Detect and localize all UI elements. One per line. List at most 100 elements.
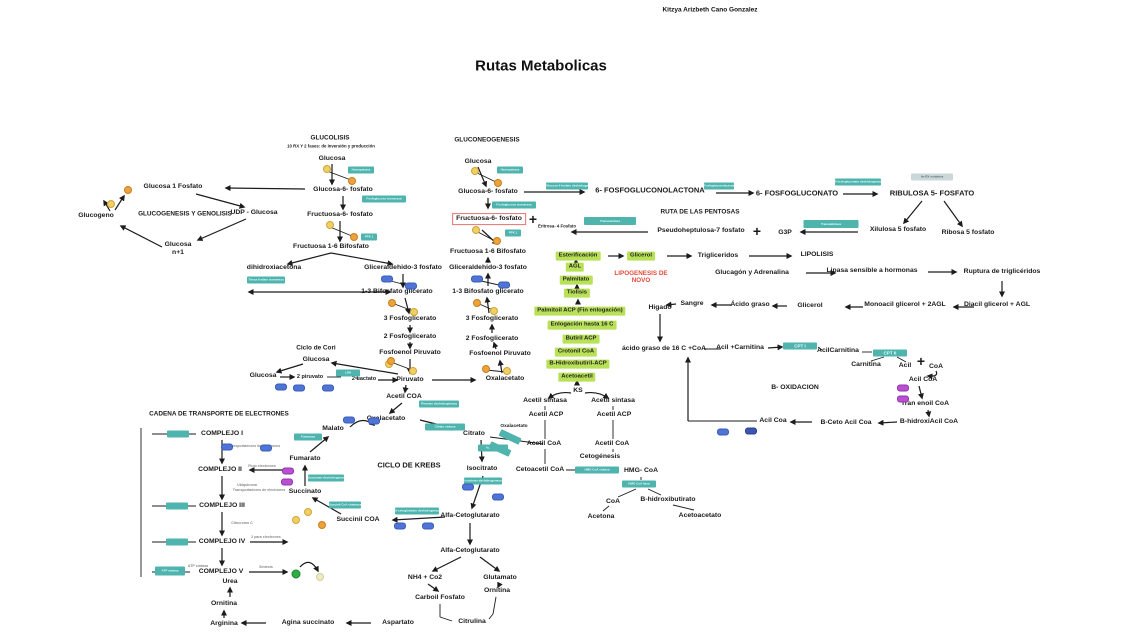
arrow xyxy=(439,616,453,622)
atp-icon xyxy=(503,367,511,375)
atp-sintasa-box: ATP sintasa xyxy=(155,566,185,576)
nadh-icon xyxy=(381,275,393,283)
acetil-acp-der: Acetil ACP xyxy=(596,411,632,419)
transportadores-electrones-2: Transportadores de electrones xyxy=(232,487,286,492)
dos-piruvato: 2 piruvato xyxy=(296,373,324,380)
succinil-coa-sintetasa-box: Succinil CoA sintetasa xyxy=(329,501,361,509)
fadh2-icon xyxy=(281,478,293,486)
adp-icon xyxy=(318,521,326,529)
higado: Higado xyxy=(648,304,672,312)
arrow xyxy=(427,583,440,592)
arrow xyxy=(903,200,923,225)
acido-graso: Ácido graso xyxy=(730,301,770,309)
b-ceto-acil-coa: B-Ceto Acil Coa xyxy=(820,419,872,427)
nadh-icon xyxy=(492,493,504,501)
arrow xyxy=(390,361,413,371)
complejo-ii: COMPLEJO II xyxy=(198,466,242,474)
arrow xyxy=(475,230,496,242)
complejo-iii: COMPLEJO III xyxy=(199,502,245,510)
triosa-fosfato-isomerasa-box: Triosa fosfato isomerasa xyxy=(247,276,285,284)
coa-betaox: CoA xyxy=(929,363,943,371)
atp-sintasa-label: ATP sintasa xyxy=(187,563,209,568)
malato: Malato xyxy=(322,425,344,433)
pfk1-1-box: PFK 1 xyxy=(361,233,377,241)
xilulosa-5-fosfato: Xilulosa 5 fosfato xyxy=(869,226,927,234)
acetil-acp-izq: Acetil ACP xyxy=(528,411,564,419)
crotonil-coa: Crotonil CoA xyxy=(554,347,598,357)
urea: Urea xyxy=(222,578,238,586)
arrow xyxy=(602,505,610,512)
nadh-icon xyxy=(471,275,483,283)
arrow xyxy=(391,516,446,523)
fosfoglucosa-isomerasa-2-box: Fosfoglucosa isomerasa xyxy=(492,201,536,209)
arrow xyxy=(896,356,907,363)
fructuosa-6-fosfato-glucolisis: Fructuosa-6- fosfato xyxy=(307,211,373,219)
nadh-icon xyxy=(221,443,233,451)
acetil-coa-der: Acetil CoA xyxy=(594,440,630,448)
oxalacetato-citrato-small: Oxalacetato xyxy=(500,424,528,430)
lipasa-hormonas: Lipasa sensible a hormonas xyxy=(826,267,918,275)
arrow xyxy=(402,384,409,394)
arrow xyxy=(492,341,499,350)
glicerol-lipogenesis: Glicerol xyxy=(627,251,655,261)
ciclo-cori-heading: Ciclo de Cori xyxy=(296,344,336,352)
citrato: Citrato xyxy=(463,430,485,438)
nadh-icon xyxy=(368,417,380,425)
oxalacetato-gluconeo: Oxalacetato xyxy=(485,375,525,383)
tiolisis: Tiolisis xyxy=(563,288,591,298)
ldh-box: LDH xyxy=(336,369,360,377)
b-hidroxibutiril-acp: B-Hidroxibutiril-ACP xyxy=(546,359,610,369)
complejo-iii-bomba-box xyxy=(166,502,188,510)
atp-icon xyxy=(292,516,300,524)
arrow xyxy=(275,363,304,374)
alfa-ceto-deshidrogenasa-box: A-cetoglutarato deshidrogenasa xyxy=(395,507,439,515)
piruvato: Piruvato xyxy=(396,376,424,384)
hexoquinasa-2-box: Hexoquinasa xyxy=(497,166,523,174)
arrow xyxy=(665,301,677,308)
pfk1-2-box: PFK 1 xyxy=(505,229,521,237)
arrow xyxy=(299,561,319,573)
atp-icon xyxy=(409,367,417,375)
arrow xyxy=(311,497,342,515)
pseudoheptulosa-7-fosfato: Pseudoheptulosa-7 fosfato xyxy=(657,227,745,235)
citrato-sintasa-box: Citrato sintasa xyxy=(425,423,465,431)
nadh-icon xyxy=(322,384,334,392)
ciclo-krebs-heading: CICLO DE KREBS xyxy=(377,460,441,470)
arrow xyxy=(330,360,399,375)
fosfoenol-piruvato-izq: Fosfoenol Piruvato xyxy=(379,349,441,357)
g3p: G3P xyxy=(778,229,792,237)
nadh-icon xyxy=(260,444,272,452)
arrow xyxy=(326,170,352,181)
arrow xyxy=(479,556,501,572)
arrow xyxy=(114,194,125,211)
b-hidroxibutirato: B-hidroxibutirato xyxy=(640,496,696,504)
arrow xyxy=(943,200,963,228)
glucogeno: Glucogeno xyxy=(78,212,114,220)
adp-icon xyxy=(494,179,502,187)
arrow xyxy=(484,296,491,314)
page-title: Rutas Metabolicas xyxy=(475,57,607,75)
adp-icon xyxy=(387,357,395,365)
alfa-cetoglutarato-urea: Alfa-Cetoglutarato xyxy=(440,547,500,555)
glutamato: Glutamato xyxy=(483,574,517,582)
succinil-coa: Succinil COA xyxy=(336,516,380,524)
arrow xyxy=(474,171,497,183)
fadh2-icon xyxy=(897,395,909,403)
fosfoenol-piruvato-der: Fosfoenol Piruvato xyxy=(469,350,531,358)
arrow xyxy=(547,391,572,399)
fumarato: Fumarato xyxy=(289,455,321,463)
ruptura-trigliceridos: Ruptura de triglicéridos xyxy=(963,268,1041,276)
glucosa-6-fosfato-gluconeogenesis: Glucosa-6- fosfato xyxy=(458,188,518,196)
complejo-i: COMPLEJO I xyxy=(201,430,243,438)
fase-oxidativa-box: fin RX oxidativa xyxy=(911,173,953,181)
esterificacion: Esterificación xyxy=(555,251,601,261)
complejo-v: COMPLEJO V xyxy=(198,568,244,576)
arrow xyxy=(404,297,411,315)
arrow xyxy=(497,581,503,589)
arrow xyxy=(926,370,938,380)
transportadores-electrones-1: Transportadores de electrones xyxy=(227,443,281,448)
acil-mas-carnitina: Acil +Carnitina xyxy=(716,344,764,352)
aspartato: Aspartato xyxy=(382,619,414,627)
adp-icon xyxy=(482,365,490,373)
atp-icon xyxy=(304,508,312,516)
